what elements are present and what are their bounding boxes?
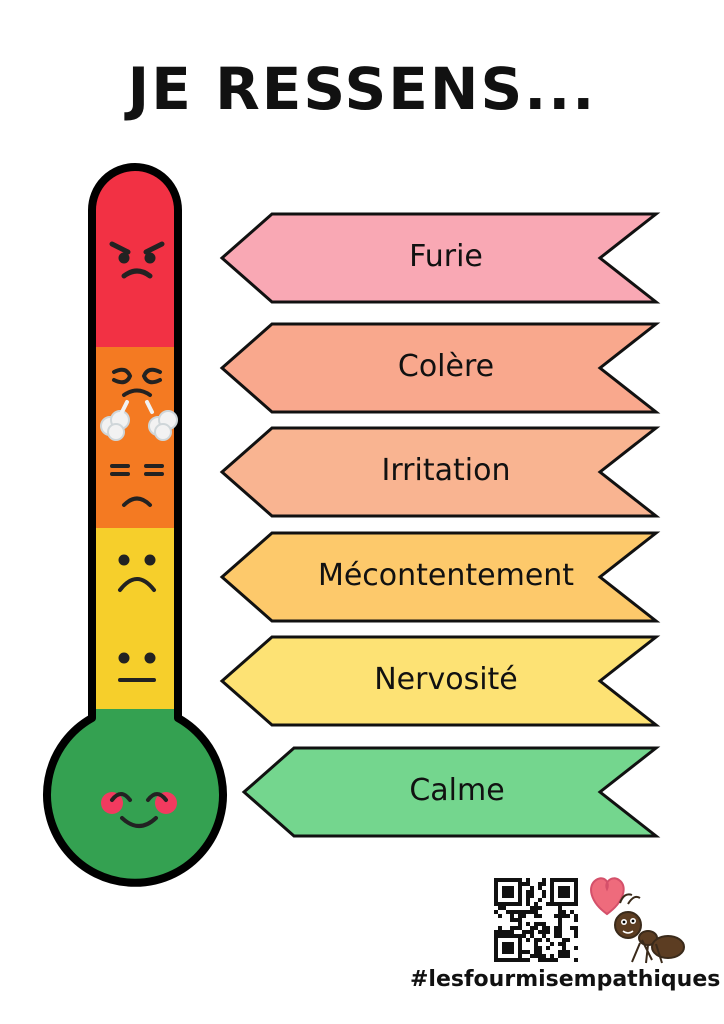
arrow-colere (219, 322, 661, 414)
arrow-irritation (219, 426, 661, 518)
hashtag-text: #lesfourmisempathiques (410, 967, 721, 992)
label-calme: Calme (409, 773, 505, 808)
angry-face-icon (109, 241, 165, 279)
arrow-nervosite (219, 635, 661, 727)
arrow-mecontentement (219, 531, 661, 623)
ant-icon (614, 893, 685, 964)
label-nervosite: Nervosité (374, 662, 518, 697)
thermometer-outline (43, 163, 227, 887)
qr-code-icon (492, 876, 580, 964)
smiling-face-icon (101, 792, 177, 828)
heart-icon (590, 877, 625, 916)
thermo-band-calme (47, 709, 223, 883)
label-colere: Colère (397, 349, 495, 384)
steaming-face-icon (100, 367, 178, 441)
arrow-labels (219, 212, 661, 838)
arrow-calme (241, 746, 661, 838)
label-mecontentement: Mécontentement (317, 558, 575, 593)
frowning-face-icon (118, 554, 156, 592)
neutral-face-icon (118, 652, 156, 682)
label-furie: Furie (409, 239, 483, 274)
annoyed-face-icon (110, 464, 164, 507)
page-title: JE RESSENS... (127, 55, 597, 123)
arrow-furie (219, 212, 661, 304)
label-irritation: Irritation (381, 453, 511, 488)
